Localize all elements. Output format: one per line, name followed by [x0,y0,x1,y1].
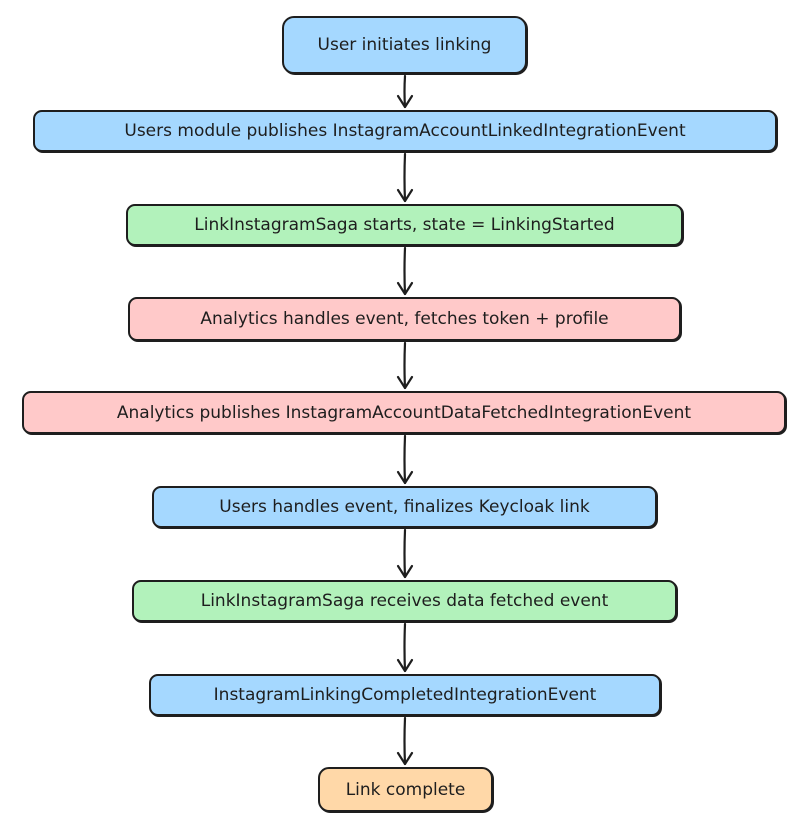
node-saga-receives-event: LinkInstagramSaga receives data fetched … [132,580,677,622]
arrow-shaft [403,246,407,296]
node-label: InstagramLinkingCompletedIntegrationEven… [213,685,597,705]
arrow-head [396,281,414,296]
arrow-shaft [403,74,407,109]
arrow-head [396,94,414,109]
arrow-n8-to-n9 [396,716,414,766]
node-users-handles-event: Users handles event, finalizes Keycloak … [152,486,657,528]
node-user-initiates-linking: User initiates linking [282,16,527,74]
node-label: User initiates linking [317,35,492,55]
node-label: LinkInstagramSaga receives data fetched … [200,591,609,611]
arrow-n1-to-n2 [396,74,414,109]
arrow-n3-to-n4 [396,246,414,296]
node-saga-starts: LinkInstagramSaga starts, state = Linkin… [126,204,683,246]
arrow-n7-to-n8 [396,622,414,673]
arrow-n5-to-n6 [396,434,414,485]
node-label: Analytics handles event, fetches token +… [200,309,609,329]
arrow-shaft [403,434,407,485]
arrow-head [396,751,414,766]
node-label: LinkInstagramSaga starts, state = Linkin… [194,215,615,235]
node-analytics-publishes-event: Analytics publishes InstagramAccountData… [22,391,786,434]
arrow-head [396,188,414,203]
arrow-n4-to-n5 [396,341,414,390]
node-link-complete: Link complete [318,767,493,812]
arrow-n6-to-n7 [396,528,414,579]
node-analytics-handles-event: Analytics handles event, fetches token +… [128,297,681,341]
arrow-head [396,470,414,485]
node-users-module-publishes-event: Users module publishes InstagramAccountL… [33,110,777,152]
arrow-n2-to-n3 [396,152,414,203]
node-label: Users handles event, finalizes Keycloak … [219,497,590,517]
arrow-shaft [403,622,407,673]
arrow-head [396,658,414,673]
arrow-shaft [403,716,407,766]
arrow-shaft [403,152,407,203]
arrow-head [396,564,414,579]
arrow-head [396,375,414,390]
node-label: Analytics publishes InstagramAccountData… [116,402,692,423]
node-label: Users module publishes InstagramAccountL… [124,121,686,141]
arrow-shaft [403,528,407,579]
arrow-shaft [403,341,407,390]
node-label: Link complete [345,779,466,800]
node-linking-completed-event: InstagramLinkingCompletedIntegrationEven… [149,674,661,716]
